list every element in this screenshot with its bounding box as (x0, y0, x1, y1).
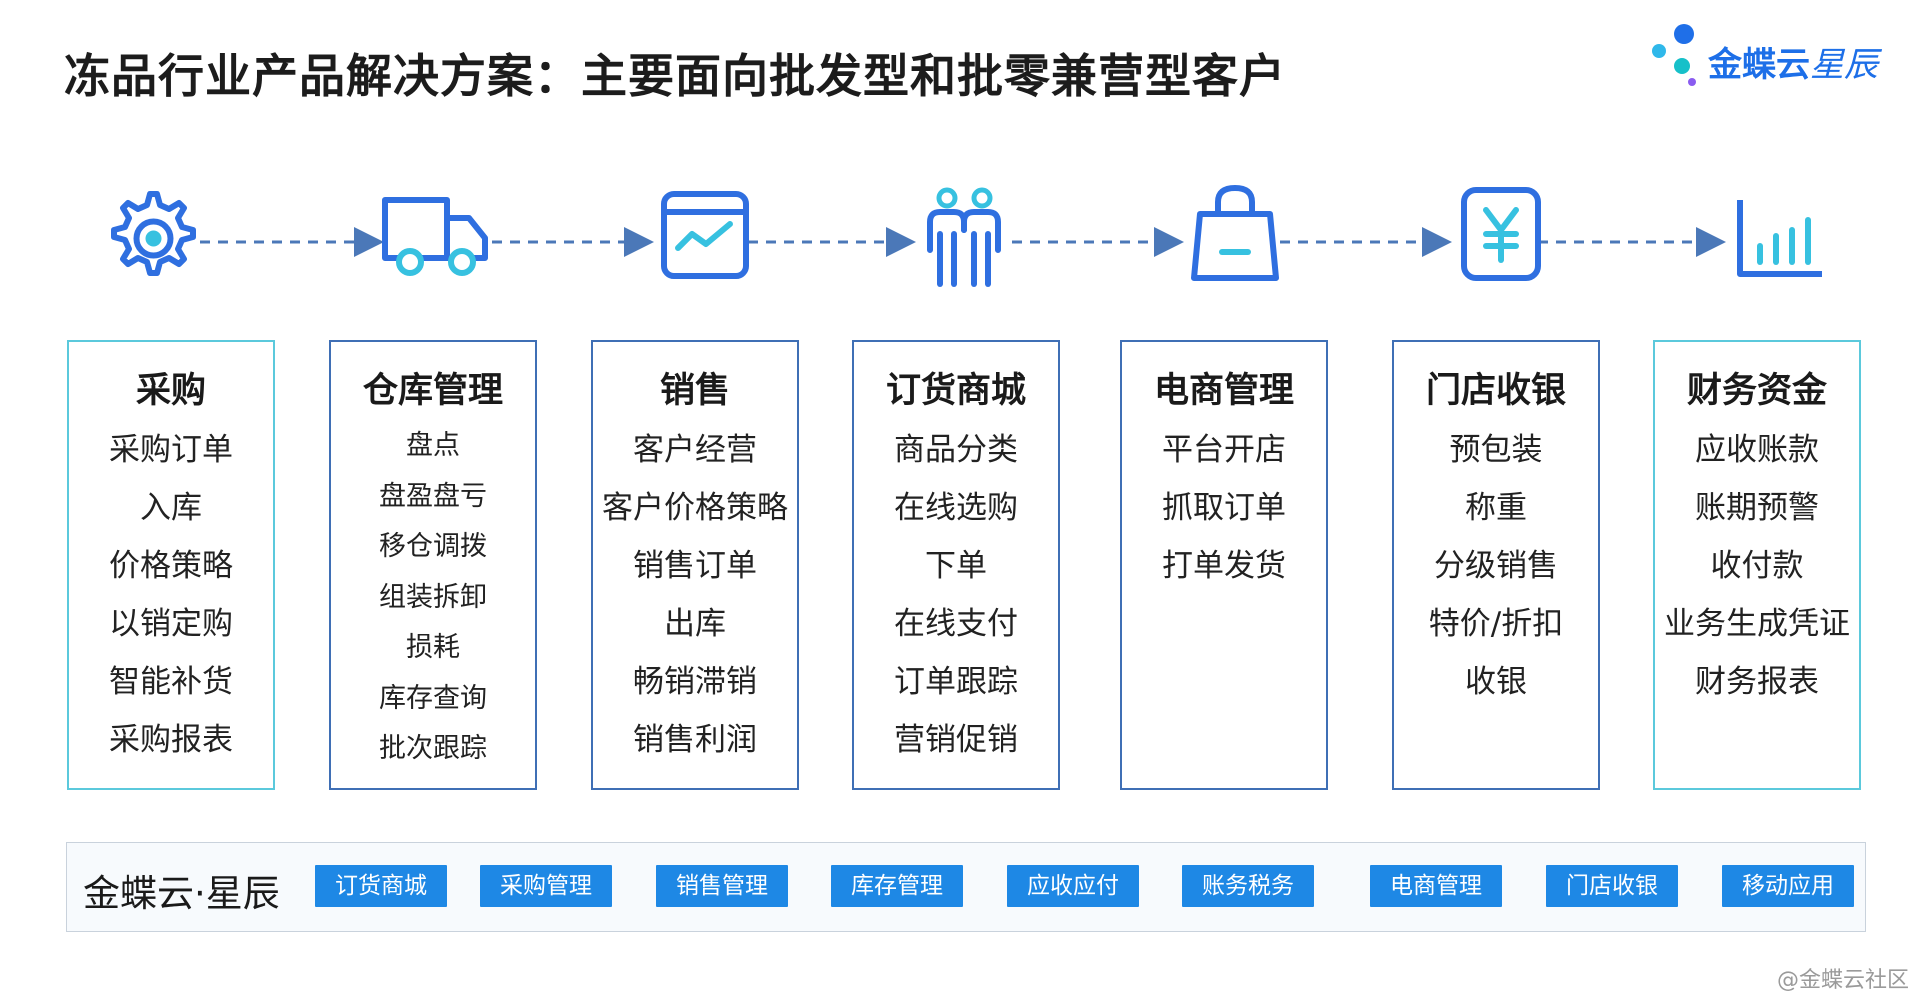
process-flow (0, 180, 1919, 310)
product-module-bar: 金蝶云·星辰 订货商城 采购管理 销售管理 库存管理 应收应付 账务税务 电商管… (66, 842, 1866, 932)
module-column-ecommerce: 电商管理 平台开店 抓取订单 打单发货 (1120, 340, 1328, 790)
module-column-sales: 销售 客户经营 客户价格策略 销售订单 出库 畅销滞销 销售利润 (591, 340, 799, 790)
list-item: 在线支付 (894, 606, 1018, 642)
column-title: 订货商城 (885, 371, 1026, 411)
list-item: 畅销滞销 (633, 664, 757, 700)
list-item: 下单 (925, 548, 987, 584)
list-item: 批次跟踪 (379, 733, 487, 764)
list-item: 商品分类 (894, 432, 1018, 468)
list-item: 出库 (664, 606, 726, 642)
list-item: 盘点 (406, 430, 460, 461)
list-item: 销售利润 (633, 722, 757, 758)
list-item: 平台开店 (1162, 432, 1286, 468)
list-item: 订单跟踪 (894, 664, 1018, 700)
list-item: 收银 (1465, 664, 1527, 700)
module-column-finance: 财务资金 应收账款 账期预警 收付款 业务生成凭证 财务报表 (1653, 340, 1861, 790)
shopping-bag-icon (1180, 180, 1290, 290)
list-item: 抓取订单 (1162, 490, 1286, 526)
list-item: 收付款 (1710, 548, 1804, 584)
column-title: 仓库管理 (362, 371, 503, 411)
watermark: @金蝶云社区 (1776, 968, 1909, 993)
list-item: 组装拆卸 (379, 581, 487, 613)
module-pill-ecommerce[interactable]: 电商管理 (1370, 865, 1502, 907)
list-item: 销售订单 (633, 548, 757, 584)
list-item: 财务报表 (1695, 664, 1819, 700)
yen-icon (1448, 180, 1558, 290)
module-column-order-mall: 订货商城 商品分类 在线选购 下单 在线支付 订单跟踪 营销促销 (852, 340, 1060, 790)
column-title: 门店收银 (1425, 371, 1566, 411)
module-column-procurement: 采购 采购订单 入库 价格策略 以销定购 智能补货 采购报表 (67, 340, 275, 790)
module-pill-inventory[interactable]: 库存管理 (831, 865, 963, 907)
bar-chart-icon (1722, 180, 1832, 290)
list-item: 客户经营 (633, 432, 757, 468)
list-item: 业务生成凭证 (1664, 606, 1850, 642)
module-pill-store-pos[interactable]: 门店收银 (1546, 865, 1678, 907)
column-title: 销售 (659, 371, 730, 411)
list-item: 智能补货 (109, 664, 233, 700)
module-column-store-pos: 门店收银 预包装 称重 分级销售 特价/折扣 收银 (1392, 340, 1600, 790)
list-item: 在线选购 (894, 490, 1018, 526)
truck-icon (380, 180, 490, 290)
module-pill-procurement[interactable]: 采购管理 (480, 865, 612, 907)
module-pill-order-mall[interactable]: 订货商城 (315, 865, 447, 907)
module-pill-receivable-payable[interactable]: 应收应付 (1007, 865, 1139, 907)
module-pill-sales[interactable]: 销售管理 (656, 865, 788, 907)
list-item: 以销定购 (109, 606, 233, 642)
list-item: 应收账款 (1695, 432, 1819, 468)
people-icon (912, 180, 1022, 290)
flow-connector-lines (200, 227, 1726, 257)
list-item: 库存查询 (379, 682, 487, 714)
column-title: 财务资金 (1686, 371, 1827, 411)
list-item: 分级销售 (1434, 548, 1558, 584)
list-item: 采购报表 (109, 722, 233, 758)
brand-logo: 金蝶云星辰 (1650, 22, 1910, 102)
list-item: 称重 (1465, 490, 1527, 526)
list-item: 打单发货 (1162, 548, 1286, 584)
list-item: 采购订单 (109, 432, 233, 468)
page-title: 冻品行业产品解决方案：主要面向批发型和批零兼营型客户 (64, 49, 1286, 103)
list-item: 客户价格策略 (602, 490, 788, 526)
list-item: 账期预警 (1695, 490, 1819, 526)
gear-icon (95, 180, 205, 290)
module-pill-mobile-app[interactable]: 移动应用 (1722, 865, 1854, 907)
column-title: 电商管理 (1153, 371, 1294, 411)
list-item: 入库 (140, 490, 202, 526)
module-pill-accounting-tax[interactable]: 账务税务 (1182, 865, 1314, 907)
list-item: 盘盈盘亏 (379, 480, 487, 512)
column-title: 采购 (135, 371, 206, 411)
brand-name: 金蝶云星辰 (1708, 45, 1878, 85)
chart-icon (650, 180, 760, 290)
list-item: 价格策略 (109, 548, 233, 584)
list-item: 移仓调拨 (379, 531, 487, 562)
list-item: 预包装 (1449, 432, 1543, 468)
bottom-brand-label: 金蝶云·星辰 (83, 872, 280, 915)
module-column-warehouse: 仓库管理 盘点 盘盈盘亏 移仓调拨 组装拆卸 损耗 库存查询 批次跟踪 (329, 340, 537, 790)
list-item: 特价/折扣 (1428, 606, 1564, 642)
list-item: 损耗 (406, 632, 460, 663)
list-item: 营销促销 (894, 722, 1018, 758)
